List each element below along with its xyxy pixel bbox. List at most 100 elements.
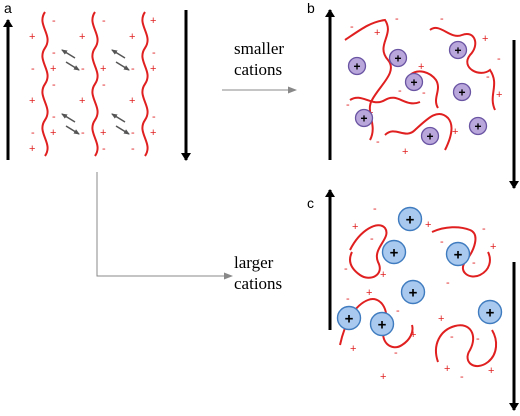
svg-text:+: + bbox=[29, 143, 35, 155]
svg-text:-: - bbox=[376, 136, 380, 148]
svg-text:+: + bbox=[100, 63, 106, 75]
svg-text:-: - bbox=[152, 47, 156, 59]
svg-text:+: + bbox=[458, 86, 465, 100]
svg-text:+: + bbox=[50, 63, 56, 75]
polymer-chain bbox=[409, 70, 439, 109]
svg-text:+: + bbox=[150, 127, 156, 139]
svg-text:+: + bbox=[488, 365, 494, 377]
svg-text:-: - bbox=[422, 87, 426, 99]
svg-text:+: + bbox=[486, 305, 495, 322]
svg-text:-: - bbox=[102, 79, 106, 91]
svg-text:-: - bbox=[440, 236, 444, 248]
panel-a: a + + + + + + + + + + + bbox=[3, 0, 191, 161]
arrow-to-panel-c bbox=[96, 172, 233, 280]
small-cation: + bbox=[388, 48, 408, 68]
svg-text:+: + bbox=[425, 219, 431, 231]
svg-text:+: + bbox=[380, 269, 386, 281]
large-cation: + bbox=[381, 239, 407, 265]
svg-text:-: - bbox=[440, 13, 444, 25]
large-cation: + bbox=[400, 279, 426, 305]
svg-text:+: + bbox=[452, 126, 458, 138]
svg-text:+: + bbox=[345, 311, 354, 328]
caption-larger-line2: cations bbox=[234, 274, 282, 293]
svg-text:-: - bbox=[373, 203, 377, 215]
svg-text:+: + bbox=[366, 287, 372, 299]
charge-plus-marks: + + + + + + + + + + + + + + bbox=[29, 15, 156, 155]
svg-text:-: - bbox=[102, 15, 106, 27]
svg-text:-: - bbox=[482, 223, 486, 235]
svg-text:+: + bbox=[352, 221, 358, 233]
svg-text:+: + bbox=[474, 120, 481, 134]
small-cation: + bbox=[354, 108, 374, 128]
svg-text:+: + bbox=[426, 130, 433, 144]
svg-text:-: - bbox=[394, 347, 398, 359]
small-cation: + bbox=[420, 126, 440, 146]
svg-text:-: - bbox=[152, 111, 156, 123]
svg-text:-: - bbox=[346, 293, 350, 305]
svg-text:+: + bbox=[79, 95, 85, 107]
small-cation: + bbox=[448, 40, 468, 60]
charge-minus-marks: - - - - - - - - - - - - - - - - bbox=[31, 15, 156, 155]
panel-c: c - + - - + + - - - + - - + - + - + + - … bbox=[307, 189, 519, 411]
polymer-chain bbox=[349, 224, 388, 279]
svg-text:-: - bbox=[460, 371, 464, 383]
svg-text:-: - bbox=[52, 47, 56, 59]
svg-text:+: + bbox=[402, 146, 408, 158]
polymer-chain bbox=[91, 11, 99, 157]
svg-text:-: - bbox=[396, 305, 400, 317]
panel-b: b - + - - - + - + - + - - - + - + + - bbox=[307, 0, 519, 189]
svg-text:-: - bbox=[398, 85, 402, 97]
svg-text:+: + bbox=[129, 95, 135, 107]
svg-text:+: + bbox=[79, 31, 85, 43]
large-cation: + bbox=[397, 206, 423, 232]
svg-text:+: + bbox=[129, 31, 135, 43]
svg-text:+: + bbox=[482, 33, 488, 45]
polymer-chain bbox=[41, 11, 49, 157]
svg-text:-: - bbox=[486, 71, 490, 83]
svg-text:-: - bbox=[52, 15, 56, 27]
dipole-arrows bbox=[61, 49, 130, 135]
svg-text:+: + bbox=[410, 329, 416, 341]
small-cation: + bbox=[347, 56, 367, 76]
svg-text:+: + bbox=[454, 247, 463, 264]
svg-text:-: - bbox=[81, 63, 85, 75]
svg-text:-: - bbox=[131, 63, 135, 75]
svg-text:+: + bbox=[150, 63, 156, 75]
small-cation: + bbox=[404, 72, 424, 92]
svg-text:+: + bbox=[409, 285, 418, 302]
svg-text:+: + bbox=[360, 112, 367, 126]
small-cations: + + + + + + + bbox=[347, 40, 488, 146]
svg-text:+: + bbox=[406, 212, 415, 229]
large-cation: + bbox=[445, 241, 471, 267]
svg-text:+: + bbox=[438, 313, 444, 325]
svg-text:+: + bbox=[378, 317, 387, 334]
caption-smaller-line1: smaller bbox=[234, 39, 284, 58]
svg-text:+: + bbox=[353, 60, 360, 74]
svg-text:+: + bbox=[394, 52, 401, 66]
panel-b-label: b bbox=[307, 0, 315, 16]
svg-text:-: - bbox=[344, 263, 348, 275]
svg-text:+: + bbox=[390, 245, 399, 262]
caption-larger-line1: larger bbox=[234, 253, 274, 272]
svg-text:-: - bbox=[52, 79, 56, 91]
svg-text:-: - bbox=[131, 127, 135, 139]
svg-text:-: - bbox=[450, 331, 454, 343]
svg-text:-: - bbox=[131, 143, 135, 155]
svg-text:+: + bbox=[374, 27, 380, 39]
svg-text:-: - bbox=[446, 277, 450, 289]
svg-text:+: + bbox=[418, 61, 424, 73]
svg-text:+: + bbox=[29, 31, 35, 43]
svg-text:-: - bbox=[52, 111, 56, 123]
caption-smaller-line2: cations bbox=[234, 60, 282, 79]
svg-text:+: + bbox=[410, 76, 417, 90]
small-cation: + bbox=[468, 116, 488, 136]
polymer-chain bbox=[349, 96, 421, 105]
svg-text:-: - bbox=[395, 13, 399, 25]
large-cations: + + + + + + + bbox=[336, 206, 503, 337]
polymer-chain bbox=[429, 27, 496, 111]
svg-text:-: - bbox=[472, 257, 476, 269]
svg-text:+: + bbox=[350, 343, 356, 355]
svg-text:-: - bbox=[31, 63, 35, 75]
svg-text:+: + bbox=[454, 44, 461, 58]
